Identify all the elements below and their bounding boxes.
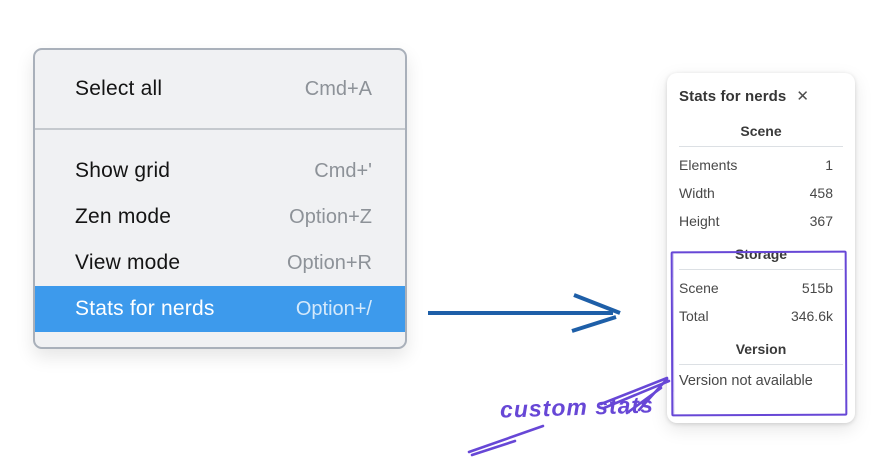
stat-label: Elements [679,157,738,173]
stat-row-height: Height 367 [679,207,843,235]
stat-row-elements: Elements 1 [679,151,843,179]
stat-label: Height [679,213,720,229]
section-divider [679,364,843,365]
stat-value: 346.6k [790,308,833,324]
menu-item-label: Stats for nerds [75,297,215,320]
stats-panel-header: Stats for nerds ✕ [679,88,843,105]
stat-label: Total [679,308,709,324]
stat-value: 458 [809,185,833,201]
stat-label: Scene [679,280,719,296]
menu-item-shortcut: Cmd+A [304,77,372,100]
stats-panel: Stats for nerds ✕ Scene Elements 1 Width… [667,73,855,423]
menu-item-show-grid[interactable]: Show grid Cmd+' [35,148,405,194]
section-divider [679,146,843,147]
menu-item-label: View mode [75,251,181,274]
menu-item-label: Zen mode [75,205,172,228]
stat-value: 367 [809,213,833,229]
menu-separator [35,128,405,130]
stat-label: Width [679,185,715,201]
stat-value: 1 [825,157,833,173]
section-heading-version: Version [735,341,787,357]
stat-value: 515b [801,280,833,296]
menu-item-shortcut: Option+R [286,251,372,274]
context-menu: Select all Cmd+A Show grid Cmd+' Zen mod… [33,48,407,349]
menu-item-label: Select all [75,77,163,100]
close-icon[interactable]: ✕ [796,88,809,105]
panel-title: Stats for nerds [679,88,787,105]
menu-item-stats-for-nerds[interactable]: Stats for nerds Option+/ [35,286,405,332]
menu-item-zen-mode[interactable]: Zen mode Option+Z [35,194,405,240]
menu-item-label: Show grid [75,159,171,182]
annotation-label: custom stats [499,391,655,423]
menu-item-view-mode[interactable]: View mode Option+R [35,240,405,286]
flow-arrow-icon [428,293,621,333]
stat-row-storage-total: Total 346.6k [679,302,843,330]
stat-row-storage-scene: Scene 515b [679,274,843,302]
section-divider [679,269,843,270]
menu-item-shortcut: Option+Z [289,205,372,228]
section-heading-scene: Scene [740,123,782,139]
menu-group: Show grid Cmd+' Zen mode Option+Z View m… [35,130,405,332]
annotation-arrow-icon [467,376,671,457]
menu-item-shortcut: Cmd+' [314,159,372,182]
menu-item-shortcut: Option+/ [295,297,372,320]
version-note: Version not available [679,373,813,389]
stat-row-width: Width 458 [679,179,843,207]
section-heading-storage: Storage [734,246,788,262]
menu-item-select-all[interactable]: Select all Cmd+A [35,50,405,128]
